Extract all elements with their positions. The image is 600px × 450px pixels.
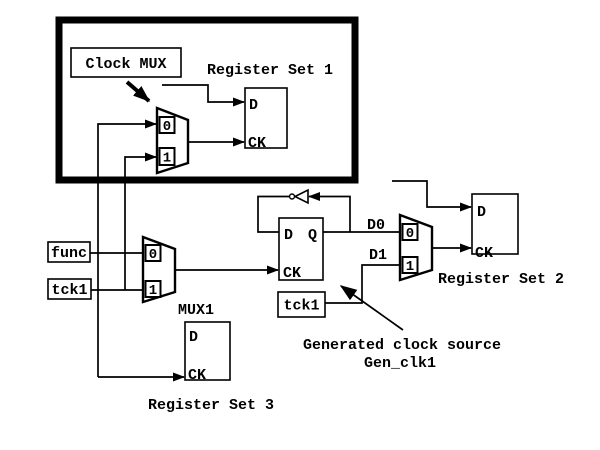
flipflop-box: [278, 217, 324, 281]
wire-feedback-to-inverter-input: [308, 192, 351, 232]
register2-box: [471, 193, 519, 255]
clock-mux-in0-label: 0: [163, 119, 171, 135]
mux1-in1-box: [144, 280, 162, 298]
wire-register2-d-input: [392, 180, 472, 212]
register1-box: [244, 87, 288, 149]
mux2-in0-label: 0: [406, 226, 414, 242]
mux2-in1-box: [401, 256, 419, 274]
register1-d-label: D: [249, 97, 258, 114]
wire-register1-d-input: [162, 84, 245, 107]
flipflop-d-label: D: [284, 227, 293, 244]
flipflop-ck-label: CK: [283, 265, 301, 282]
clock-mux-callout-box: [70, 47, 182, 78]
gen-clk-annotation-line1: Generated clock source: [303, 337, 501, 354]
wire-tck1-tap-to-clockmux-in1: [124, 152, 157, 290]
inverter-bubble-icon: [288, 193, 296, 200]
func-source-label: func: [51, 245, 87, 262]
clock-mux-in0-box: [158, 116, 176, 134]
mux1-in0-label: 0: [149, 247, 157, 263]
func-source-box: [47, 241, 91, 263]
inverter-icon: [293, 188, 309, 205]
register1-ck-label: CK: [248, 135, 266, 152]
gen-clk-annotation-arrow: [339, 285, 404, 331]
mux1-in0-box: [144, 244, 162, 262]
register-set-1-caption: Register Set 1: [207, 62, 333, 79]
register3-ck-label: CK: [188, 367, 206, 384]
clock-mux-in1-label: 1: [163, 151, 171, 167]
wire-tck1gen-to-mux2-in1-d1: [325, 264, 401, 304]
register-set-1-frame: [55, 16, 359, 184]
tck1-source-label: tck1: [51, 282, 87, 299]
gen-clk-annotation-line2: Gen_clk1: [364, 355, 436, 372]
tck1-gen-source-box: [277, 291, 326, 318]
register3-box: [184, 321, 231, 381]
flipflop-q-label: Q: [308, 227, 317, 244]
register-set-3-caption: Register Set 3: [148, 397, 274, 414]
mux2-in1-label: 1: [406, 259, 414, 275]
callout-arrow: [125, 80, 151, 103]
register3-d-label: D: [189, 329, 198, 346]
mux2-in0-box: [401, 223, 419, 241]
clock-mux-in1-box: [158, 147, 176, 166]
mux1-label: MUX1: [178, 302, 214, 319]
tck1-gen-source-label: tck1: [283, 298, 319, 315]
tck1-source-box: [47, 278, 92, 300]
mux1-in1-label: 1: [149, 283, 157, 299]
register2-ck-label: CK: [475, 245, 493, 262]
wire-inverter-output-to-d: [257, 195, 290, 233]
clock-mux-callout-label: Clock MUX: [85, 56, 166, 73]
wire-left-rail-to-clockmux-in0: [97, 119, 157, 377]
register-set-2-caption: Register Set 2: [438, 271, 564, 288]
d0-wire-label: D0: [367, 217, 385, 234]
d1-wire-label: D1: [369, 247, 387, 264]
register2-d-label: D: [477, 204, 486, 221]
